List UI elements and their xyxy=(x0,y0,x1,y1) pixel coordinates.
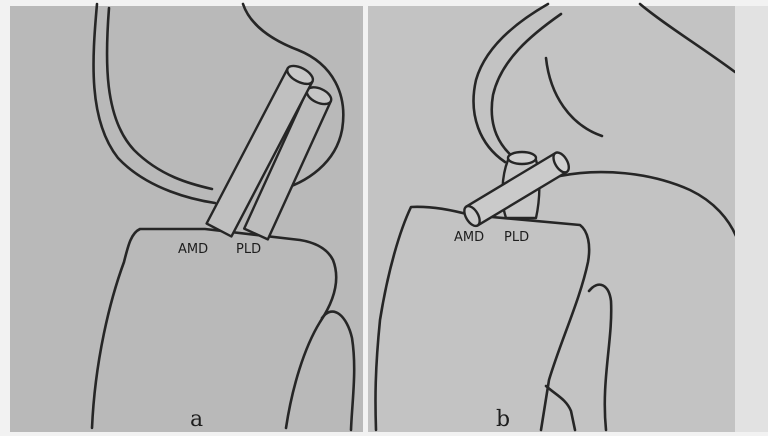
panel-a-amd-label: AMD xyxy=(178,242,208,257)
right-margin xyxy=(735,6,768,432)
panel-b-pld-bundle-cap xyxy=(508,152,536,164)
panel-b-letter: b xyxy=(496,407,510,432)
panel-b: AMD PLD b xyxy=(368,4,736,432)
panel-a: AMD PLD a xyxy=(10,4,363,432)
panel-b-amd-label: AMD xyxy=(454,230,484,245)
panel-a-letter: a xyxy=(190,407,203,432)
panel-a-background xyxy=(10,6,363,432)
panel-a-pld-label: PLD xyxy=(236,242,261,257)
panel-b-pld-label: PLD xyxy=(504,230,529,245)
